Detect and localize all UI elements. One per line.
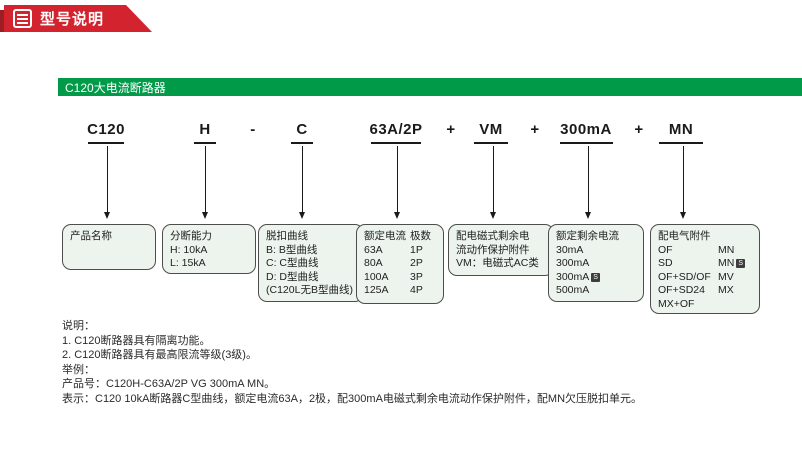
box-product-name: 产品名称 <box>62 224 156 270</box>
code-separator-dash: - <box>250 121 256 138</box>
code-part-residual-current: 300mA <box>560 121 612 138</box>
cell: 125A <box>364 284 389 296</box>
down-arrow <box>680 146 686 219</box>
example-meaning: 表示：C120 10kA断路器C型曲线，额定电流63A，2极，配300mA电磁式… <box>62 392 643 405</box>
note-item: 1. C120断路器具有隔离功能。 <box>62 334 211 347</box>
down-arrow <box>490 146 496 219</box>
underline <box>291 142 313 144</box>
box-line: VM：电磁式AC类 <box>456 257 539 269</box>
section-title: C120大电流断路器 <box>65 80 166 95</box>
cell: 3P <box>410 270 423 283</box>
code-separator-plus: + <box>530 121 540 138</box>
cell: 63A <box>364 243 383 256</box>
underline <box>371 142 421 144</box>
code-part-vm: VM <box>479 121 503 138</box>
box-rated-current: 额定电流 极数 63A 1P 80A 2P 100A 3P 125A 4P <box>356 224 444 304</box>
box-title: 配电气附件 <box>658 230 711 242</box>
cell: OF+SD24 <box>658 284 705 296</box>
underline <box>659 142 703 144</box>
table-row: MX+OF <box>658 298 752 312</box>
box-item: 300mA <box>556 257 590 269</box>
cell: MN <box>718 243 735 256</box>
box-item: B: B型曲线 <box>266 243 318 256</box>
cell: 4P <box>410 284 423 296</box>
table-row: OF MN <box>658 244 752 258</box>
selective-type-badge: S <box>591 272 600 282</box>
table-row: 80A 2P <box>364 257 436 271</box>
box-item: L: 15kA <box>170 257 206 269</box>
code-separator-plus: + <box>446 121 456 138</box>
cell-text: MN <box>718 257 735 269</box>
notes-block: 说明： 1. C120断路器具有隔离功能。 2. C120断路器具有最高限流等级… <box>62 319 642 406</box>
cell: 2P <box>410 257 423 269</box>
underline <box>560 142 613 144</box>
cell: MX+OF <box>658 297 695 310</box>
note-item: 2. C120断路器具有最高限流等级(3级)。 <box>62 349 257 361</box>
underline <box>194 142 216 144</box>
notes-label: 说明： <box>62 320 95 332</box>
section-title-bar: C120大电流断路器 <box>58 78 802 96</box>
code-separator-plus: + <box>634 121 644 138</box>
table-row: OF+SD/OF MV <box>658 271 752 285</box>
box-line: 配电磁式剩余电 <box>456 230 530 242</box>
model-description-banner: 型号说明 <box>4 5 152 32</box>
column-header: 极数 <box>410 230 431 242</box>
box-line: 流动作保护附件 <box>456 243 530 256</box>
box-item: C: C型曲线 <box>266 257 319 269</box>
box-rcd-accessory: 配电磁式剩余电 流动作保护附件 VM：电磁式AC类 <box>448 224 554 276</box>
box-title: 额定剩余电流 <box>556 230 619 242</box>
box-title: 脱扣曲线 <box>266 230 308 242</box>
down-arrow <box>299 146 305 219</box>
down-arrow <box>585 146 591 219</box>
code-part-curve: C <box>296 121 308 138</box>
example-label: 举例： <box>62 363 95 376</box>
form-icon <box>13 9 32 28</box>
down-arrow <box>394 146 400 219</box>
table-row: 100A 3P <box>364 271 436 285</box>
cell: MV <box>718 270 734 283</box>
cell: 80A <box>364 257 383 269</box>
selective-type-badge: S <box>736 259 746 268</box>
cell: MX <box>718 284 734 296</box>
down-arrow <box>202 146 208 219</box>
table-header-row: 额定电流 极数 <box>364 230 436 244</box>
cell: SD <box>658 257 673 269</box>
cell: 300mA <box>556 270 590 283</box>
cell: OF+SD/OF <box>658 270 711 283</box>
example-product-number: 产品号：C120H-C63A/2P VG 300mA MN。 <box>62 378 276 390</box>
cell: 100A <box>364 270 389 283</box>
box-trip-curve: 脱扣曲线 B: B型曲线 C: C型曲线 D: D型曲线 (C120L无B型曲线… <box>258 224 364 302</box>
box-breaking-capacity: 分断能力 H: 10kA L: 15kA <box>162 224 256 274</box>
box-item: D: D型曲线 <box>266 270 319 283</box>
table-row: 125A 4P <box>364 284 436 298</box>
banner-title: 型号说明 <box>40 11 105 28</box>
cell: 1P <box>410 243 423 256</box>
code-part-breaking-capacity: H <box>199 121 211 138</box>
code-part-series: C120 <box>87 121 125 138</box>
box-item: (C120L无B型曲线) <box>266 284 353 296</box>
underline <box>88 142 124 144</box>
down-arrow <box>104 146 110 219</box>
table-row: 63A 1P <box>364 244 436 258</box>
column-header: 额定电流 <box>364 230 406 242</box>
table-row: OF+SD24 MX <box>658 284 752 298</box>
box-item: 30mA <box>556 243 584 256</box>
underline <box>474 142 508 144</box>
code-part-accessory: MN <box>668 121 694 138</box>
box-item: 500mA <box>556 284 590 296</box>
box-title: 分断能力 <box>170 230 212 242</box>
box-title: 产品名称 <box>70 230 112 242</box>
cell: OF <box>658 243 673 256</box>
code-part-current-poles: 63A/2P <box>369 121 423 138</box>
box-item: H: 10kA <box>170 243 208 256</box>
